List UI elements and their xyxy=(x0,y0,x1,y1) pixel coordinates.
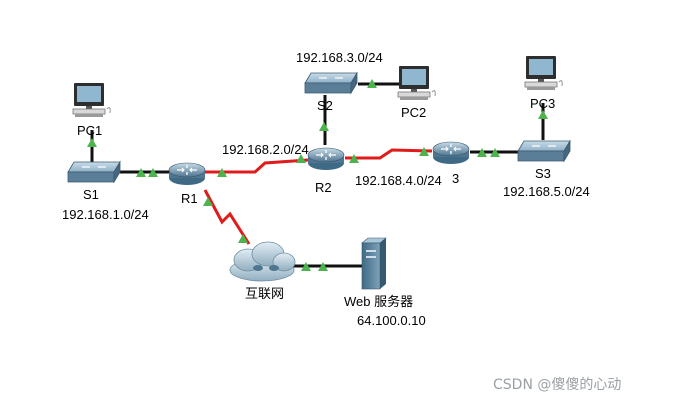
network-label-1: 192.168.1.0/24 xyxy=(62,207,149,222)
router-icon xyxy=(168,162,206,186)
watermark: CSDN @傻傻的心动 xyxy=(493,377,621,393)
cloud-icon xyxy=(229,241,296,282)
web-server-label: Web 服务器 xyxy=(344,294,413,309)
pc-icon xyxy=(397,65,436,101)
network-label-4: 192.168.4.0/24 xyxy=(355,173,442,188)
links xyxy=(90,82,545,268)
router-r2[interactable]: R2 xyxy=(307,147,345,195)
switch-icon xyxy=(67,161,121,183)
link-r1-internet-serial xyxy=(203,189,251,245)
network-label-5: 192.168.5.0/24 xyxy=(503,184,590,199)
network-label-3: 192.168.3.0/24 xyxy=(296,50,383,65)
web-server-address: 64.100.0.10 xyxy=(357,313,426,328)
network-labels: 192.168.1.0/24 192.168.2.0/24 192.168.3.… xyxy=(62,50,590,222)
switch-s3[interactable]: S3 xyxy=(517,140,571,181)
s2-label: S2 xyxy=(317,98,333,113)
r1-label: R1 xyxy=(181,191,198,206)
pc-icon xyxy=(524,55,563,91)
link-up-icon xyxy=(538,110,548,119)
pc3-label: PC3 xyxy=(530,96,555,111)
pc2[interactable]: PC2 xyxy=(397,65,436,120)
pc-icon xyxy=(72,82,111,118)
link-up-icon xyxy=(87,138,97,147)
router-icon xyxy=(432,141,470,165)
pc1-label: PC1 xyxy=(77,123,102,138)
internet-label: 互联网 xyxy=(245,286,284,301)
r3-label: 3 xyxy=(452,171,459,186)
pc1[interactable]: PC1 xyxy=(72,82,111,138)
r2-label: R2 xyxy=(315,180,332,195)
network-label-2: 192.168.2.0/24 xyxy=(222,142,309,157)
switch-s1[interactable]: S1 xyxy=(67,161,121,202)
server-icon xyxy=(361,237,387,290)
pc2-label: PC2 xyxy=(401,105,426,120)
link-r1-r2-serial xyxy=(205,158,309,174)
internet-cloud[interactable]: 互联网 xyxy=(229,241,296,301)
s1-label: S1 xyxy=(83,187,99,202)
s3-label: S3 xyxy=(535,166,551,181)
router-r3[interactable]: 3 xyxy=(432,141,470,186)
switch-icon xyxy=(304,72,358,94)
switch-s2[interactable]: S2 xyxy=(304,72,358,113)
link-up-icon xyxy=(319,122,329,131)
router-r1[interactable]: R1 xyxy=(168,162,206,206)
router-icon xyxy=(307,147,345,171)
link-r2-r3-serial xyxy=(345,148,433,160)
pc3[interactable]: PC3 xyxy=(524,55,563,111)
switch-icon xyxy=(517,140,571,162)
web-server[interactable]: Web 服务器 64.100.0.10 xyxy=(344,237,426,328)
